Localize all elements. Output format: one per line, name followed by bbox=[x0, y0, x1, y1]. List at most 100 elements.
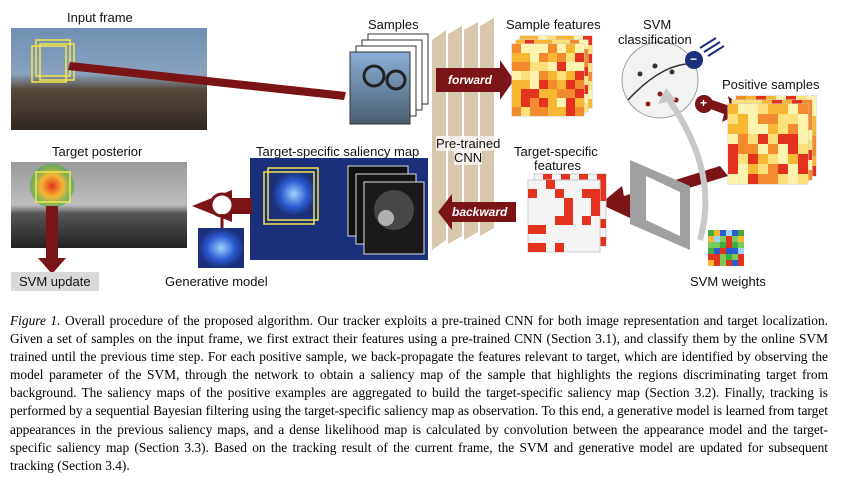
feature-cell bbox=[555, 243, 564, 252]
svm-weight-cell bbox=[732, 236, 738, 242]
forward-arrow bbox=[436, 60, 514, 100]
feature-cell bbox=[582, 216, 591, 225]
feature-cell bbox=[539, 80, 548, 89]
svm-weight-cell bbox=[738, 236, 744, 242]
feature-cell bbox=[539, 98, 548, 107]
feature-cell bbox=[575, 71, 584, 80]
feature-cell bbox=[566, 62, 575, 71]
feature-cell bbox=[557, 53, 566, 62]
feature-cell bbox=[798, 174, 808, 184]
svm-weight-cell bbox=[726, 260, 732, 266]
feature-cell bbox=[788, 164, 798, 174]
plus-sign: + bbox=[700, 96, 708, 110]
feature-cell bbox=[521, 62, 530, 71]
feature-cell bbox=[788, 134, 798, 144]
feature-cell bbox=[748, 114, 758, 124]
feature-cell bbox=[512, 107, 521, 116]
feature-cell bbox=[778, 114, 788, 124]
feature-cell bbox=[530, 44, 539, 53]
feature-cell bbox=[548, 62, 557, 71]
feature-cell bbox=[557, 71, 566, 80]
feature-cell bbox=[512, 98, 521, 107]
label-generative-model: Generative model bbox=[165, 274, 268, 289]
feature-cell bbox=[561, 174, 570, 183]
feature-cell bbox=[728, 104, 738, 114]
feature-cell bbox=[758, 174, 768, 184]
feature-cell bbox=[512, 89, 521, 98]
feature-cell bbox=[575, 53, 584, 62]
feature-cell bbox=[530, 98, 539, 107]
arrow-to-svm-update bbox=[38, 206, 66, 274]
feature-cell bbox=[788, 114, 798, 124]
feature-cell bbox=[738, 114, 748, 124]
label-positive-samples: Positive samples bbox=[722, 77, 820, 92]
feature-cell bbox=[738, 144, 748, 154]
feature-cell bbox=[788, 154, 798, 164]
svm-weight-cell bbox=[714, 248, 720, 254]
label-svm-classification-2: classification bbox=[618, 32, 692, 47]
label-svm-classification-1: SVM bbox=[643, 17, 672, 32]
input-frame-sample-box bbox=[35, 39, 71, 77]
feature-cell bbox=[564, 207, 573, 216]
feature-cell bbox=[768, 124, 778, 134]
feature-cell bbox=[768, 134, 778, 144]
feature-cell bbox=[557, 44, 566, 53]
svm-weight-cell bbox=[732, 254, 738, 260]
feature-cell bbox=[597, 219, 606, 228]
feature-cell bbox=[788, 104, 798, 114]
feature-cell bbox=[555, 189, 564, 198]
feature-cell bbox=[738, 104, 748, 114]
svm-weights-grid bbox=[708, 230, 744, 266]
label-sample-features: Sample features bbox=[506, 17, 601, 32]
feature-cell bbox=[557, 89, 566, 98]
feature-cell bbox=[521, 89, 530, 98]
feature-cell bbox=[798, 104, 808, 114]
label-forward: forward bbox=[448, 73, 493, 87]
feature-cell bbox=[738, 154, 748, 164]
feature-cell bbox=[728, 174, 738, 184]
label-pretrained-cnn-2: CNN bbox=[454, 150, 483, 165]
feature-cell bbox=[557, 107, 566, 116]
feature-cell bbox=[512, 44, 521, 53]
feature-cell bbox=[579, 174, 588, 183]
feature-cell bbox=[530, 71, 539, 80]
svm-weight-cell bbox=[726, 248, 732, 254]
feature-cell bbox=[748, 154, 758, 164]
svm-weight-cell bbox=[732, 230, 738, 236]
feature-cell bbox=[528, 225, 537, 234]
label-pretrained-cnn-1: Pre-trained bbox=[436, 136, 501, 151]
feature-cell bbox=[575, 80, 584, 89]
feature-cell bbox=[758, 114, 768, 124]
feature-cell bbox=[738, 124, 748, 134]
feature-cell bbox=[537, 225, 546, 234]
svm-weight-cell bbox=[726, 254, 732, 260]
feature-cell bbox=[539, 89, 548, 98]
feature-cell bbox=[521, 107, 530, 116]
feature-cell bbox=[778, 134, 788, 144]
svm-weight-cell bbox=[738, 260, 744, 266]
feature-cell bbox=[728, 114, 738, 124]
feature-cell bbox=[548, 80, 557, 89]
feature-cell bbox=[521, 44, 530, 53]
feature-cell bbox=[728, 124, 738, 134]
feature-cell bbox=[537, 243, 546, 252]
label-input-frame: Input frame bbox=[67, 10, 133, 25]
svm-weight-cell bbox=[732, 242, 738, 248]
caption-figure-label: Figure 1. bbox=[10, 313, 61, 328]
svm-weight-cell bbox=[708, 230, 714, 236]
feature-cell bbox=[597, 192, 606, 201]
svm-weight-cell bbox=[720, 236, 726, 242]
label-svm-weights: SVM weights bbox=[690, 274, 766, 289]
caption-text: Overall procedure of the proposed algori… bbox=[10, 313, 829, 473]
feature-cell bbox=[778, 164, 788, 174]
feature-cell bbox=[728, 154, 738, 164]
feature-cell bbox=[521, 53, 530, 62]
label-svm-update: SVM update bbox=[11, 272, 99, 291]
feature-cell bbox=[575, 107, 584, 116]
svm-weight-cell bbox=[738, 254, 744, 260]
feature-cell bbox=[548, 53, 557, 62]
feature-cell bbox=[582, 189, 591, 198]
arrow-to-samples bbox=[68, 62, 346, 100]
svm-weight-cell bbox=[726, 236, 732, 242]
feature-cell bbox=[597, 237, 606, 246]
